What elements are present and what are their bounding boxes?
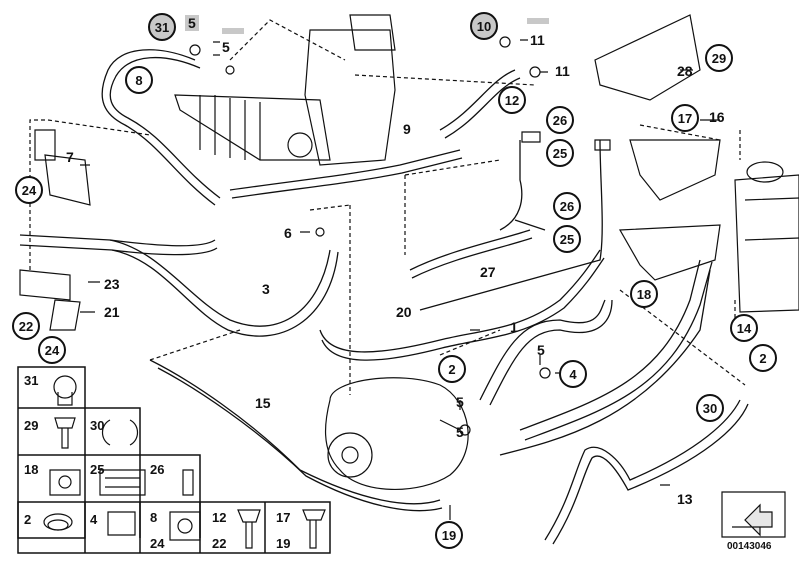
label-15: 15 <box>255 395 271 411</box>
callout-19: 19 <box>435 521 463 549</box>
callout-10: 10 <box>470 12 498 40</box>
callout-25-lower: 25 <box>553 225 581 253</box>
pump <box>324 377 469 490</box>
legend-grid <box>17 366 331 554</box>
reservoir <box>734 161 799 313</box>
callout-2: 2 <box>438 355 466 383</box>
legend-4: 4 <box>90 512 98 527</box>
legend-12: 12 <box>212 510 227 525</box>
callout-31: 31 <box>148 13 176 41</box>
label-5-highlighted: 5 <box>185 15 199 31</box>
legend-2: 2 <box>24 512 32 527</box>
label-23: 23 <box>104 276 120 292</box>
legend-22: 22 <box>212 536 227 551</box>
callout-30: 30 <box>696 394 724 422</box>
label-11-top: 11 <box>530 32 545 48</box>
callout-24: 24 <box>15 176 43 204</box>
callout-26-lower: 26 <box>553 192 581 220</box>
callout-24-lower: 24 <box>38 336 66 364</box>
label-5-pump: 5 <box>537 342 545 358</box>
label-27: 27 <box>480 264 496 280</box>
legend-8: 8 <box>150 510 158 525</box>
callout-18: 18 <box>630 280 658 308</box>
callout-12: 12 <box>498 86 526 114</box>
label-leaders <box>80 39 720 520</box>
label-5-lower: 5 <box>456 394 464 410</box>
label-13: 13 <box>677 491 693 507</box>
highlight-bar <box>222 28 244 34</box>
label-11: 11 <box>555 63 570 79</box>
label-16: 16 <box>709 109 725 125</box>
diagram-id: 00143046 <box>727 541 772 552</box>
callout-8: 8 <box>125 66 153 94</box>
label-9: 9 <box>403 121 411 137</box>
callout-2-right: 2 <box>749 344 777 372</box>
callout-17: 17 <box>671 104 699 132</box>
small-parts <box>189 36 611 436</box>
highlight-bar-11 <box>527 18 549 24</box>
legend-25: 25 <box>90 462 105 477</box>
label-3: 3 <box>262 281 270 297</box>
label-21: 21 <box>104 304 120 320</box>
legend-24: 24 <box>150 536 165 551</box>
label-28: 28 <box>677 63 693 79</box>
label-5: 5 <box>222 39 230 55</box>
callout-26: 26 <box>546 106 574 134</box>
legend-31: 31 <box>24 373 39 388</box>
hoses <box>19 49 749 545</box>
legend-18: 18 <box>24 462 39 477</box>
id-box <box>721 491 786 538</box>
label-20: 20 <box>396 304 412 320</box>
legend-26: 26 <box>150 462 165 477</box>
callout-22: 22 <box>12 312 40 340</box>
leader-lines <box>29 19 746 395</box>
legend-19: 19 <box>276 536 291 551</box>
legend-30: 30 <box>90 418 105 433</box>
legend-17: 17 <box>276 510 291 525</box>
steering-gear <box>174 14 396 166</box>
label-5-bottom: 5 <box>456 424 464 440</box>
callout-25: 25 <box>546 139 574 167</box>
legend-icons <box>43 375 326 549</box>
label-7: 7 <box>66 149 74 165</box>
brackets <box>19 14 721 331</box>
callout-29: 29 <box>705 44 733 72</box>
callout-14: 14 <box>730 314 758 342</box>
label-6: 6 <box>284 225 292 241</box>
callout-4: 4 <box>559 360 587 388</box>
label-1: 1 <box>510 319 518 335</box>
legend-29: 29 <box>24 418 39 433</box>
